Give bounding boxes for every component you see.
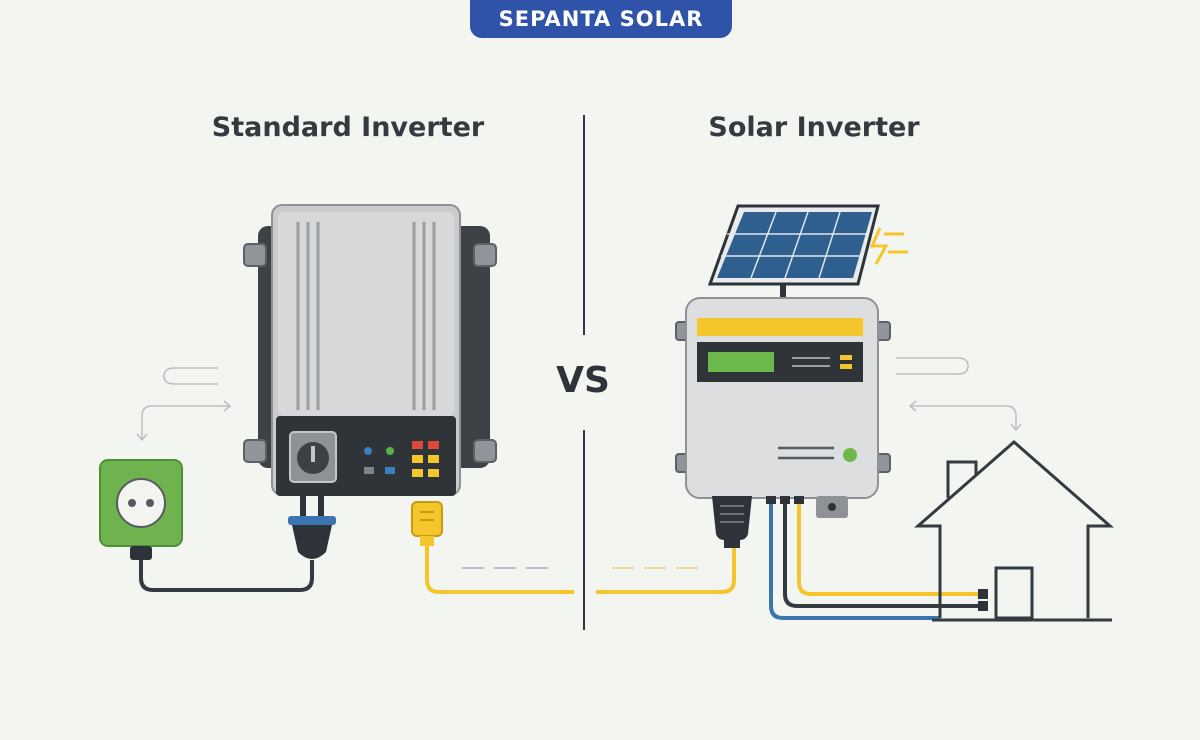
status-strip — [697, 318, 863, 336]
brand-name: SEPANTA SOLAR — [498, 7, 704, 31]
blue-output-cable — [769, 504, 940, 620]
brand-badge: SEPANTA SOLAR — [470, 0, 732, 38]
mounting-tabs — [243, 243, 497, 463]
lcd-display — [708, 352, 774, 372]
vs-label: VS — [556, 360, 610, 401]
solar-inverter — [675, 297, 891, 518]
bottom-connectors — [766, 496, 804, 504]
right-input-cable — [596, 548, 736, 594]
dc-breaker — [816, 496, 848, 518]
flow-arrows-right — [896, 357, 1022, 432]
indicator-leds — [364, 447, 395, 474]
solar-panel-icon — [707, 204, 880, 298]
solar-inverter-title: Solar Inverter — [708, 112, 920, 143]
power-plug-icon — [288, 496, 336, 559]
ac-socket-icon — [289, 431, 337, 483]
left-output-cable — [425, 546, 574, 594]
front-vent-lines — [778, 446, 834, 460]
standard-inverter-title: Standard Inverter — [211, 112, 485, 143]
display-leds — [840, 355, 852, 369]
yellow-output-cable — [797, 504, 982, 596]
display-lines — [792, 357, 830, 367]
cable-terminals — [978, 589, 988, 611]
control-buttons — [412, 441, 439, 477]
vent-grooves — [296, 222, 436, 410]
standard-inverter — [243, 204, 497, 496]
output-plug-icon — [411, 501, 443, 546]
lightning-icon — [869, 227, 908, 265]
house-icon — [914, 440, 1114, 622]
dark-output-cable — [783, 504, 982, 608]
wall-outlet-icon — [99, 459, 183, 560]
solar-ac-plug-icon — [712, 496, 752, 548]
outlet-cable — [139, 560, 314, 592]
power-indicator — [843, 448, 857, 462]
flow-arrows-left — [136, 367, 232, 442]
